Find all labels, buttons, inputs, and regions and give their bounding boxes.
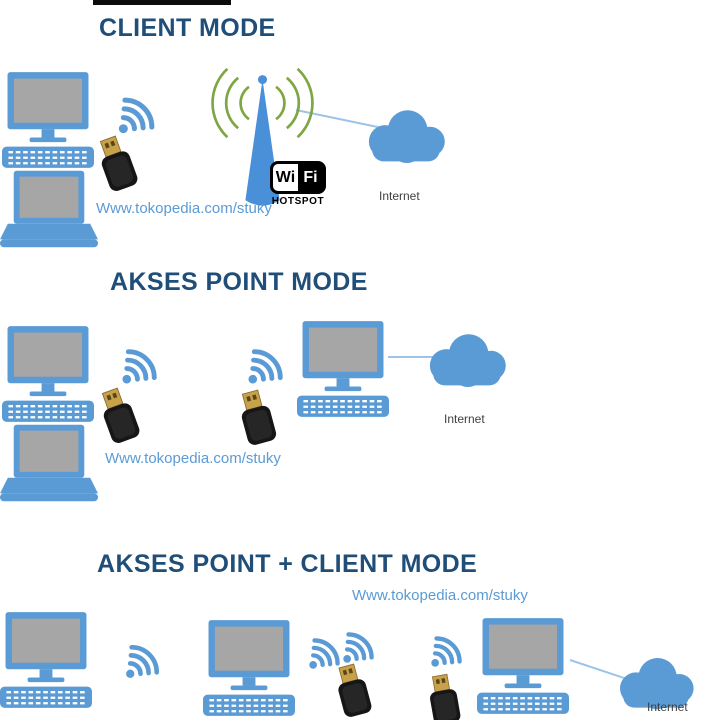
watermark-text: Www.tokopedia.com/stuky (105, 450, 281, 467)
desktop-computer-icon (2, 326, 94, 422)
internet-cloud-icon (360, 102, 452, 168)
hotspot-label: HOTSPOT (271, 196, 325, 207)
desktop-computer-icon (477, 618, 569, 714)
usb-wifi-adapter-icon (420, 671, 468, 720)
section-title-akses-point-mode: AKSES POINT MODE (110, 268, 368, 296)
desktop-computer-icon (2, 72, 94, 168)
internet-label: Internet (647, 700, 688, 714)
wifi-signal-icon (422, 628, 470, 676)
wifi-hotspot-badge: Wi Fi HOTSPOT (270, 161, 326, 207)
watermark-text: Www.tokopedia.com/stuky (96, 200, 272, 217)
section-title-akses-point-client-mode: AKSES POINT + CLIENT MODE (97, 550, 478, 578)
desktop-computer-icon (0, 612, 92, 708)
section-title-client-mode: CLIENT MODE (99, 14, 276, 42)
internet-cloud-icon (421, 326, 513, 392)
laptop-icon (0, 170, 98, 248)
wifi-signal-icon (116, 636, 168, 688)
laptop-icon (0, 424, 98, 502)
wifi-logo-left: Wi (273, 164, 298, 191)
internet-label: Internet (379, 189, 420, 203)
desktop-computer-icon (297, 321, 389, 417)
cropped-artifact-bar (93, 0, 231, 5)
usb-wifi-adapter-icon (229, 386, 284, 451)
watermark-text: Www.tokopedia.com/stuky (352, 587, 528, 604)
wifi-logo-right: Fi (298, 164, 323, 191)
wifi-logo-icon: Wi Fi (270, 161, 326, 194)
desktop-computer-icon (203, 620, 295, 716)
internet-label: Internet (444, 412, 485, 426)
